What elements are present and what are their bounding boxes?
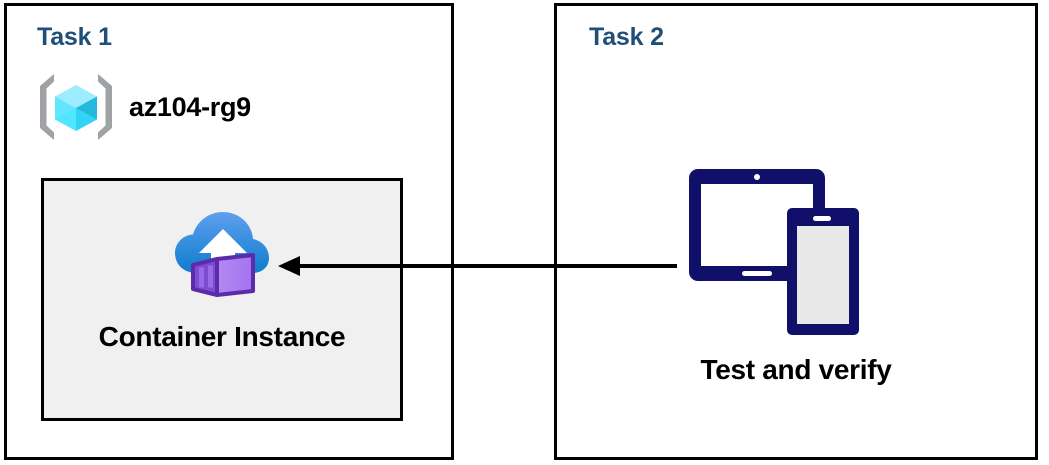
container-instance-label: Container Instance	[98, 321, 346, 352]
resource-group-row: az104-rg9	[35, 66, 251, 148]
resource-group-label: az104-rg9	[129, 91, 251, 122]
task-1-title: Task 1	[37, 23, 112, 51]
container-instance-icon	[175, 212, 269, 297]
tablet-and-phone-icon	[689, 169, 859, 335]
azure-resource-group-icon	[40, 74, 112, 140]
container-instance-box: Container Instance	[41, 178, 403, 421]
panel-task-1: Task 1 az104-rg9	[4, 3, 454, 460]
test-and-verify-label: Test and verify	[700, 354, 892, 385]
panel-task-2: Task 2 Test and verify	[554, 3, 1038, 460]
task-2-title: Task 2	[589, 23, 664, 51]
